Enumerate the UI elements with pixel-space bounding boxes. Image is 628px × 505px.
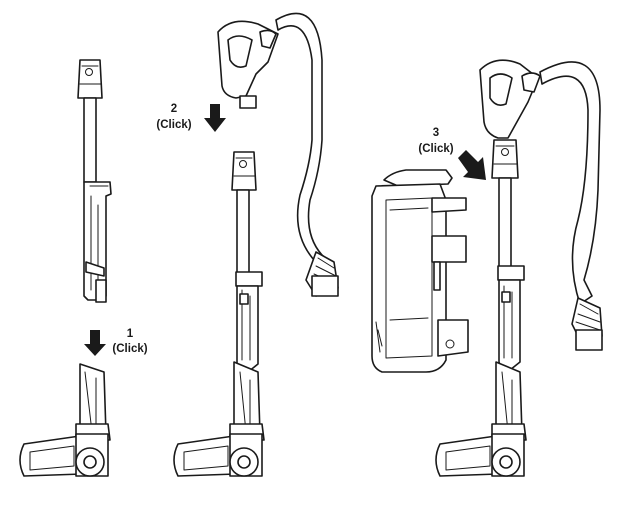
step-3-number: 3 <box>433 127 439 139</box>
handle-with-hose-2 <box>217 12 339 297</box>
step-2-action: (Click) <box>156 119 191 131</box>
floor-nozzle-3 <box>435 423 527 477</box>
dust-canister-pod <box>371 169 469 373</box>
step-1-action: (Click) <box>112 343 147 355</box>
floor-nozzle-2 <box>173 423 265 477</box>
down-arrow-icon <box>204 104 226 132</box>
wand-assembly-step-2 <box>231 151 263 435</box>
down-arrow-icon <box>84 330 106 356</box>
step-1-number: 1 <box>127 328 134 340</box>
floor-nozzle-1 <box>19 363 111 477</box>
step-3-action: (Click) <box>418 143 453 155</box>
step-2-number: 2 <box>171 103 177 115</box>
full-assembly-step-3 <box>479 59 603 435</box>
wand-assembly-step-1 <box>77 59 112 303</box>
diagonal-arrow-icon <box>458 150 486 180</box>
